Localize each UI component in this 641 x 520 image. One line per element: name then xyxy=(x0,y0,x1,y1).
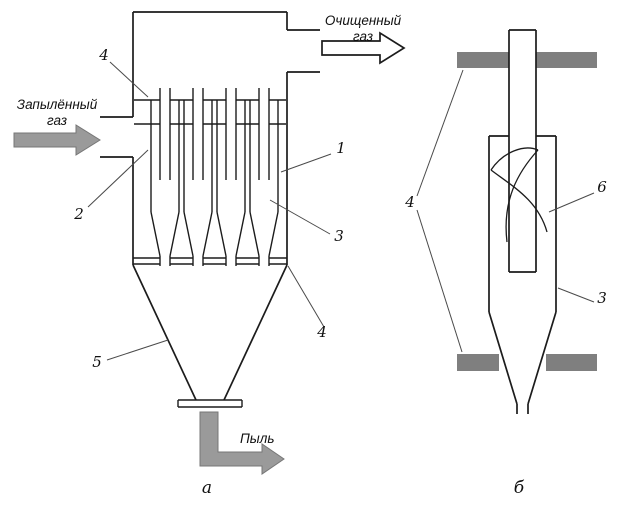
callout-4-bottom: 4 xyxy=(316,323,327,341)
vane-curve-3 xyxy=(490,147,539,171)
leader-5 xyxy=(106,339,169,361)
dust-label: Пыль xyxy=(240,431,274,446)
leader-4-lower xyxy=(416,209,463,353)
callout-4-top: 4 xyxy=(98,46,109,64)
leader-3b xyxy=(557,287,595,303)
dust-hopper xyxy=(132,264,288,408)
outlet-gas-label-line1: Очищенный xyxy=(325,13,402,28)
inlet-gas-label-line2: газ xyxy=(47,113,67,128)
upper-plate-right xyxy=(536,52,597,68)
leader-4-bottom xyxy=(287,265,325,328)
lower-plate-left xyxy=(457,354,499,371)
outlet-gas-arrow xyxy=(321,31,406,65)
exhaust-pipe-b xyxy=(508,29,537,273)
inlet-gas-arrow xyxy=(13,124,101,156)
figure-a-caption: а xyxy=(202,478,212,498)
inlet-gas-label-line1: Запылённый xyxy=(17,97,98,112)
swirl-vane xyxy=(490,147,548,243)
figure-b: 4 6 3 б xyxy=(404,29,607,498)
outlet-duct xyxy=(287,29,320,73)
outlet-gas-label-line2: газ xyxy=(353,29,373,44)
element-outlets xyxy=(159,256,270,266)
vane-curve-1 xyxy=(505,149,539,243)
element-bodies xyxy=(150,124,279,212)
exhaust-pipes xyxy=(159,88,270,180)
lower-plate-right xyxy=(546,354,597,371)
figure-b-caption: б xyxy=(514,478,525,498)
hopper-cone xyxy=(132,264,288,401)
leader-lines-b xyxy=(416,69,595,353)
inlet-duct xyxy=(100,116,133,158)
lower-tube-plate xyxy=(133,257,287,265)
callout-1: 1 xyxy=(336,139,346,157)
leader-4-top xyxy=(109,61,149,98)
element-body-b xyxy=(488,135,557,312)
element-cone-b xyxy=(488,311,557,414)
hopper-flange xyxy=(177,399,243,408)
leader-2 xyxy=(87,149,149,208)
leader-6 xyxy=(548,192,595,213)
leader-4-upper xyxy=(416,69,464,197)
callout-3: 3 xyxy=(334,227,344,245)
leader-3 xyxy=(269,199,331,235)
upper-tube-plate xyxy=(134,99,286,125)
callout-5: 5 xyxy=(92,353,102,371)
vane-curve-2 xyxy=(490,169,548,233)
callout-2: 2 xyxy=(73,205,84,223)
vessel-shell xyxy=(100,11,320,265)
upper-plate-left xyxy=(457,52,509,68)
cyclone-elements xyxy=(150,88,279,266)
callout-3-b: 3 xyxy=(597,289,607,307)
vessel-outline xyxy=(132,11,288,265)
element-sockets xyxy=(150,100,279,124)
figure-a: Запылённый газ Очищенный газ Пыль 4 2 1 … xyxy=(13,11,406,498)
element-cones xyxy=(150,211,279,257)
callout-6: 6 xyxy=(597,178,607,196)
leader-lines-a xyxy=(87,61,332,361)
leader-1 xyxy=(280,153,332,173)
tube-plates-b xyxy=(457,52,597,371)
dust-arrow xyxy=(199,411,285,475)
callout-4-b: 4 xyxy=(404,193,415,211)
